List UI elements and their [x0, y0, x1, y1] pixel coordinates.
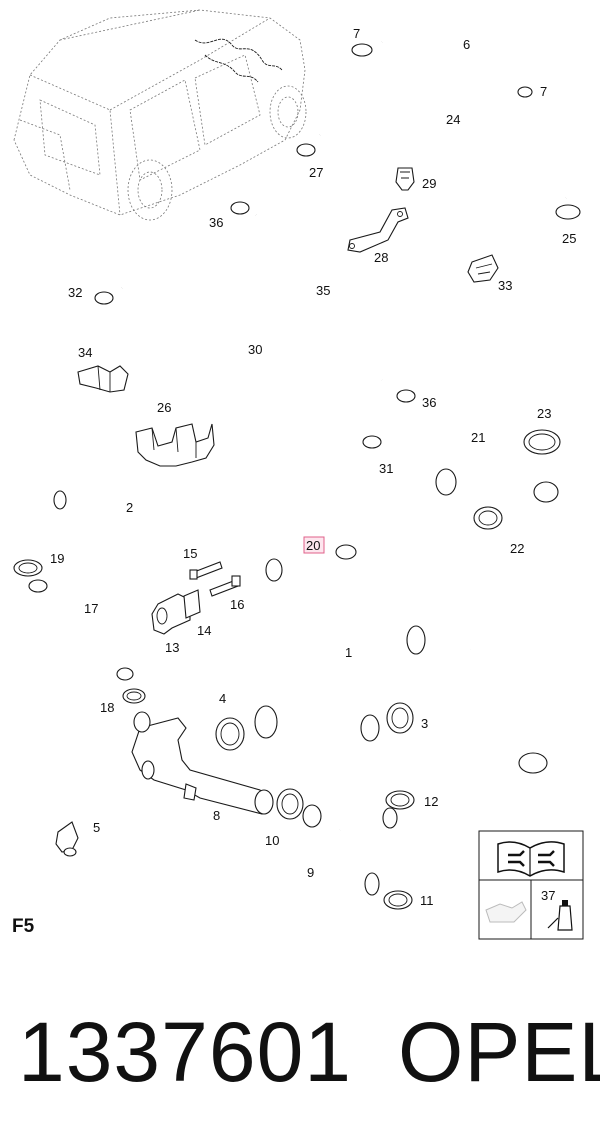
- wrench-icon: [508, 850, 555, 867]
- pipe-8: [131, 711, 274, 815]
- hose-17: [28, 579, 134, 681]
- clip-5: [55, 821, 79, 857]
- callout-3: 3: [421, 716, 428, 731]
- callout-1: 1: [345, 645, 352, 660]
- bracket-26: [135, 423, 215, 467]
- hose-30: [94, 276, 382, 449]
- clamp-3: [386, 702, 414, 734]
- gasket-14: [183, 589, 201, 619]
- callout-12: 12: [424, 794, 438, 809]
- footer: 1337601 OPEL: [0, 1002, 600, 1102]
- callout-7a: 7: [353, 26, 360, 41]
- callout-33: 33: [498, 278, 512, 293]
- part-number: 1337601: [18, 1005, 353, 1099]
- clip-29: [395, 167, 415, 191]
- screw-16: [209, 575, 241, 597]
- callout-14: 14: [197, 623, 211, 638]
- callout-20: 20: [306, 538, 320, 553]
- clamp-23: [523, 429, 561, 455]
- callout-31: 31: [379, 461, 393, 476]
- callout-36a: 36: [209, 215, 223, 230]
- callout-11: 11: [420, 893, 434, 908]
- clamp-19: [13, 559, 43, 577]
- callout-19: 19: [50, 551, 64, 566]
- callout-9: 9: [307, 865, 314, 880]
- hose-2: [53, 484, 548, 774]
- oil-can-icon: [485, 901, 527, 923]
- hose-1: [254, 662, 380, 750]
- parts-diagram: 7 6 7 24 27 29 25 36 28 33 32 35 30 34 3…: [13, 9, 584, 940]
- clamp-4: [215, 717, 245, 751]
- callouts: 7 6 7 24 27 29 25 36 28 33 32 35 30 34 3…: [50, 26, 576, 908]
- callout-28: 28: [374, 250, 388, 265]
- hose-21: [435, 463, 563, 510]
- brand-name: OPEL: [398, 1005, 600, 1099]
- callout-37: 37: [541, 888, 555, 903]
- section-code: F5: [12, 916, 35, 937]
- callout-16: 16: [230, 597, 244, 612]
- clamp-22: [473, 506, 503, 530]
- vehicle-outline: [13, 9, 307, 221]
- clip-33: [467, 254, 499, 283]
- callout-6: 6: [463, 37, 470, 52]
- clamp-18: [122, 688, 146, 704]
- callout-26: 26: [157, 400, 171, 415]
- callout-17: 17: [84, 601, 98, 616]
- spray-bottle-icon: [547, 900, 573, 931]
- callout-15: 15: [183, 546, 197, 561]
- callout-27: 27: [309, 165, 323, 180]
- callout-2: 2: [126, 500, 133, 515]
- callout-7b: 7: [540, 84, 547, 99]
- clamp-10: [276, 788, 304, 820]
- book-icon: [497, 841, 565, 877]
- hose-20: [265, 536, 364, 593]
- callout-5: 5: [93, 820, 100, 835]
- hose-6: [351, 32, 533, 98]
- callout-35: 35: [316, 283, 330, 298]
- callout-34: 34: [78, 345, 92, 360]
- callout-13: 13: [165, 640, 179, 655]
- hose-35: [230, 201, 416, 403]
- hose-24: [296, 119, 581, 220]
- callout-4: 4: [219, 691, 226, 706]
- callout-36b: 36: [422, 395, 436, 410]
- callout-30: 30: [248, 342, 262, 357]
- callout-25: 25: [562, 231, 576, 246]
- callout-29: 29: [422, 176, 436, 191]
- callout-24: 24: [446, 112, 460, 127]
- callout-8: 8: [213, 808, 220, 823]
- clip-34: [77, 365, 129, 393]
- hose-9: [302, 804, 398, 896]
- bracket-28: [347, 207, 409, 253]
- callout-21: 21: [471, 430, 485, 445]
- clamp-11: [383, 890, 413, 910]
- info-box: [478, 830, 584, 940]
- callout-10: 10: [265, 833, 279, 848]
- callout-22: 22: [510, 541, 524, 556]
- callout-32: 32: [68, 285, 82, 300]
- bolt-15: [189, 561, 223, 580]
- housing-13: [151, 593, 191, 635]
- callout-18: 18: [100, 700, 114, 715]
- clamp-12: [385, 790, 415, 810]
- callout-23: 23: [537, 406, 551, 421]
